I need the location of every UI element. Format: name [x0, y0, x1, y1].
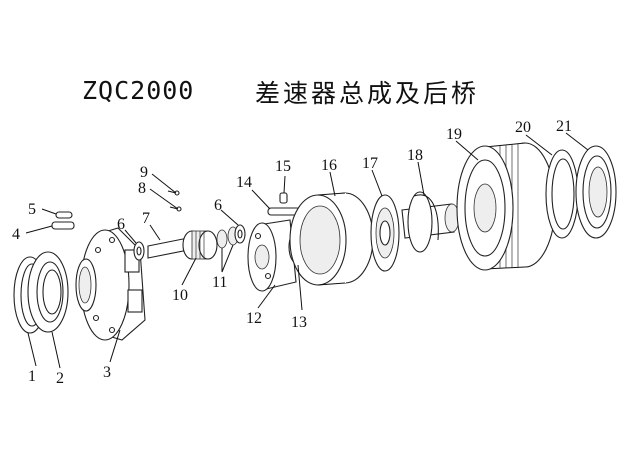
label-part-6b: 6	[214, 197, 222, 214]
part-6b-washer	[234, 224, 246, 244]
part-19-gear-housing	[456, 142, 556, 271]
label-part-1: 1	[28, 368, 36, 385]
part-5-pin	[55, 211, 73, 219]
assembly-title: 差速器总成及后桥	[255, 79, 480, 108]
part-16-ring-gear	[289, 192, 374, 286]
label-part-21: 21	[556, 118, 572, 135]
label-part-7: 7	[142, 210, 150, 227]
label-part-12: 12	[246, 310, 262, 327]
label-part-20: 20	[515, 119, 531, 136]
label-part-19: 19	[446, 126, 462, 143]
label-part-16: 16	[321, 157, 337, 174]
part-6a-washer	[133, 241, 145, 261]
label-part-4: 4	[12, 226, 20, 243]
label-part-3: 3	[103, 364, 111, 381]
part-17-gear	[370, 194, 400, 272]
label-part-11: 11	[212, 274, 227, 291]
part-15-pin	[279, 192, 288, 204]
part-8-pin	[169, 206, 182, 212]
label-part-6a: 6	[117, 216, 125, 233]
part-10-gear	[182, 230, 218, 260]
label-part-18: 18	[407, 147, 423, 164]
part-9-pin	[167, 190, 180, 196]
part-12-carrier	[247, 219, 297, 292]
part-18-shaft	[401, 191, 460, 253]
part-21-bearing	[575, 145, 617, 239]
label-part-5: 5	[28, 201, 36, 218]
part-2-bearing	[27, 251, 69, 333]
label-part-2: 2	[56, 370, 64, 387]
label-part-10: 10	[172, 287, 188, 304]
label-part-9: 9	[140, 164, 148, 181]
part-20-ring	[545, 149, 579, 239]
label-part-13: 13	[291, 314, 307, 331]
model-title: ZQC2000	[82, 76, 195, 105]
label-part-17: 17	[362, 155, 378, 172]
label-part-8: 8	[138, 180, 146, 197]
label-part-14: 14	[236, 174, 252, 191]
part-3-housing	[75, 227, 146, 341]
leader-lines	[25, 132, 589, 369]
part-4-pin	[51, 221, 75, 230]
label-part-15: 15	[275, 158, 291, 175]
part-7-shaft	[147, 237, 189, 259]
part-labels: 1 2 3 4 5 6 7 8 9 6 10 11 12 13 14 15 16…	[12, 118, 572, 387]
